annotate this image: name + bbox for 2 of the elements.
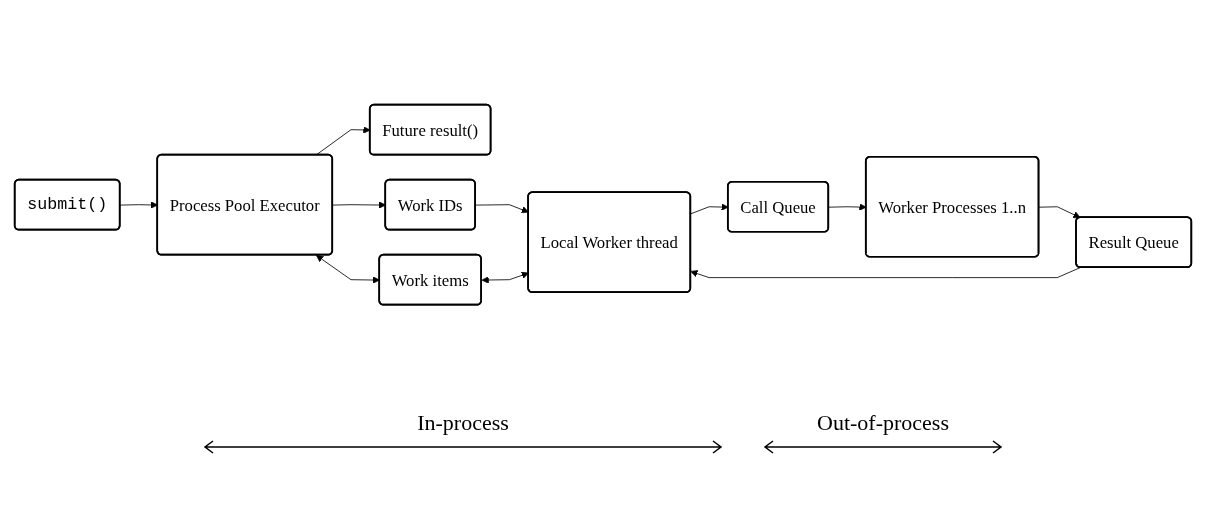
range-label: In-process (417, 410, 509, 436)
range-label: Out-of-process (817, 410, 949, 436)
